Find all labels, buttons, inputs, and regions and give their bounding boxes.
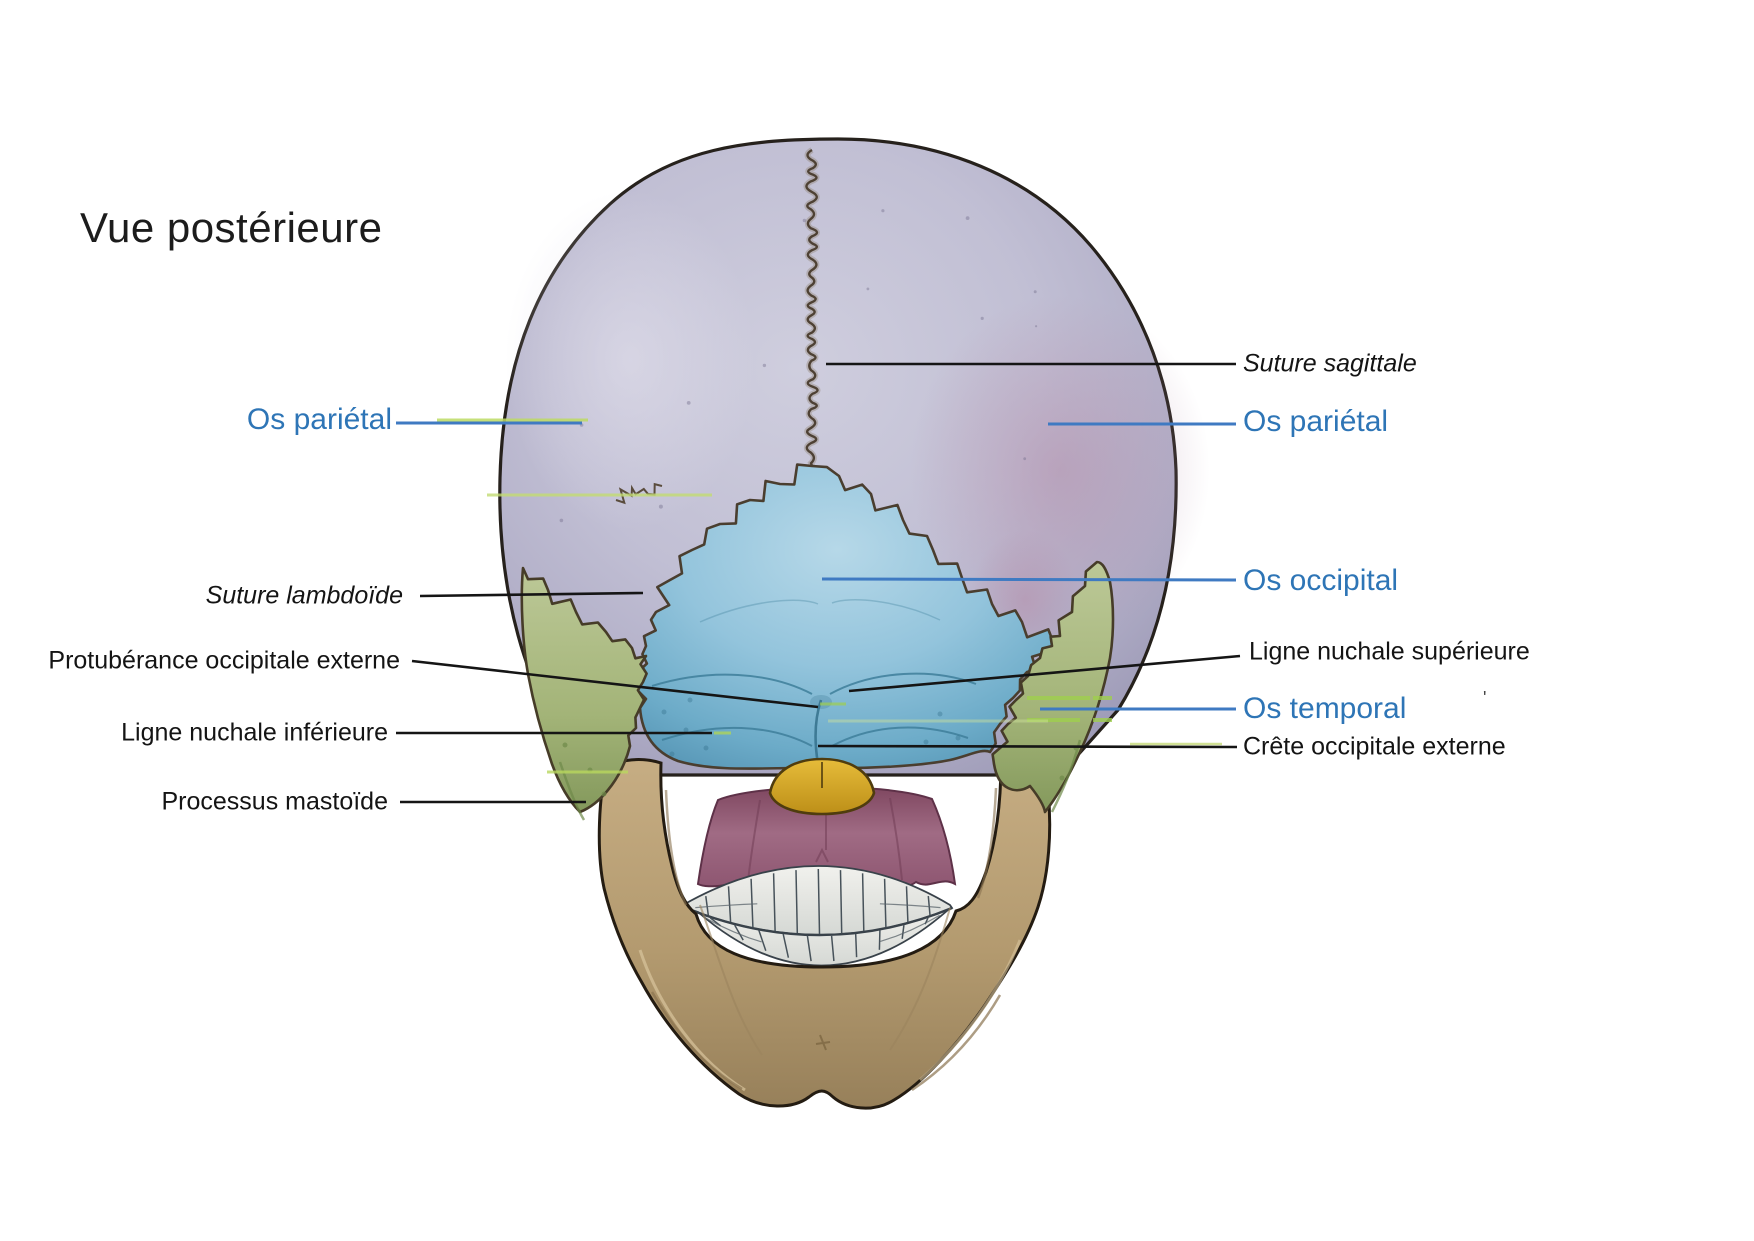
label-os-parietal-right: Os pariétal bbox=[1243, 405, 1389, 438]
suture-lambdoide-leader bbox=[419, 591, 644, 598]
temporal-bone-right-shape bbox=[991, 560, 1115, 814]
protuberance-leader bbox=[411, 659, 819, 709]
label-processus-mastoide: Processus mastoïde bbox=[161, 787, 389, 816]
temporal-shading bbox=[558, 739, 1082, 821]
label-crete-occipitale-externe: Crête occipitale externe bbox=[1243, 732, 1506, 761]
nuchal-lines bbox=[651, 599, 977, 765]
occipital-foramina-dots bbox=[661, 697, 961, 757]
leader-lines bbox=[396, 362, 1241, 804]
label-ligne-nuchale-inferieure: Ligne nuchale inférieure bbox=[121, 718, 388, 747]
label-suture-sagittale: Suture sagittale bbox=[1243, 349, 1417, 378]
crete-occipitale-leader bbox=[817, 744, 1238, 749]
page-title: Vue postérieure bbox=[80, 204, 383, 251]
teeth bbox=[681, 865, 954, 967]
label-os-temporal: Os temporal bbox=[1243, 692, 1407, 725]
mandible-shape bbox=[597, 757, 1052, 1110]
bone-specks bbox=[559, 209, 1038, 523]
label-os-parietal-left: Os pariétal bbox=[246, 403, 392, 436]
stray-mark: ' bbox=[1483, 688, 1487, 708]
ligne-superieure-leader bbox=[848, 654, 1241, 693]
label-ligne-nuchale-superieure: Ligne nuchale supérieure bbox=[1249, 637, 1530, 666]
label-suture-lambdoide: Suture lambdoïde bbox=[205, 581, 403, 610]
mandible-shading bbox=[638, 787, 1022, 1092]
highlight-artifacts bbox=[437, 418, 1222, 774]
label-protuberance-occipitale-externe: Protubérance occipitale externe bbox=[48, 646, 400, 675]
dome-sheen bbox=[505, 190, 755, 530]
os-occipital-leader bbox=[821, 577, 1237, 582]
foramen-magnum-arc bbox=[768, 757, 876, 816]
label-os-occipital: Os occipital bbox=[1243, 564, 1399, 597]
